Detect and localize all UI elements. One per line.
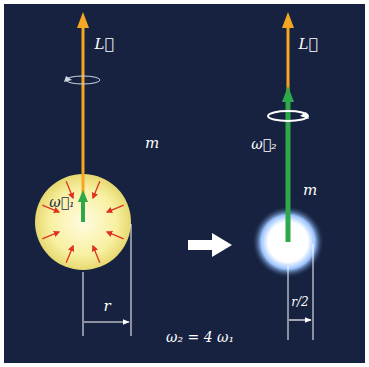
mass-label: m: [145, 135, 159, 152]
dimension-arrow: [289, 319, 311, 320]
pressure-arrow: [93, 181, 100, 198]
dimension-line: [83, 272, 84, 336]
dimension-arrow: [84, 321, 129, 322]
arrow-head: [77, 12, 89, 28]
dark-panel: [4, 4, 365, 363]
angular-velocity-vector: [81, 200, 85, 222]
dimension-line: [288, 266, 289, 340]
angular-momentum-vector: [287, 26, 290, 242]
pressure-arrow: [66, 246, 73, 263]
vector-label: L⃗: [299, 36, 318, 53]
pressure-arrow: [107, 232, 124, 239]
pressure-arrow: [42, 232, 59, 239]
equation: ω₂ = 4 ω₁: [166, 330, 234, 345]
vector-label: ω⃗₂: [251, 137, 276, 152]
arrow-head: [78, 190, 88, 202]
rotation-arrow: [300, 112, 309, 119]
rotation-arrow: [64, 76, 72, 82]
mass-label: m: [303, 182, 317, 199]
transition-arrow: [188, 233, 232, 257]
pressure-arrow: [107, 205, 124, 212]
inward-arrows: [42, 181, 123, 262]
arrow-head: [282, 86, 294, 102]
vector-label: ω⃗₁: [49, 195, 74, 210]
arrow-head: [282, 12, 294, 28]
dimension-label: r/2: [291, 296, 308, 309]
dimension-line: [313, 244, 314, 340]
dimension-label: r: [103, 298, 110, 315]
rotation-ellipse: [268, 111, 308, 121]
vector-label: L⃗: [95, 36, 114, 53]
dimension-line: [131, 224, 132, 336]
pressure-arrow: [93, 246, 100, 263]
